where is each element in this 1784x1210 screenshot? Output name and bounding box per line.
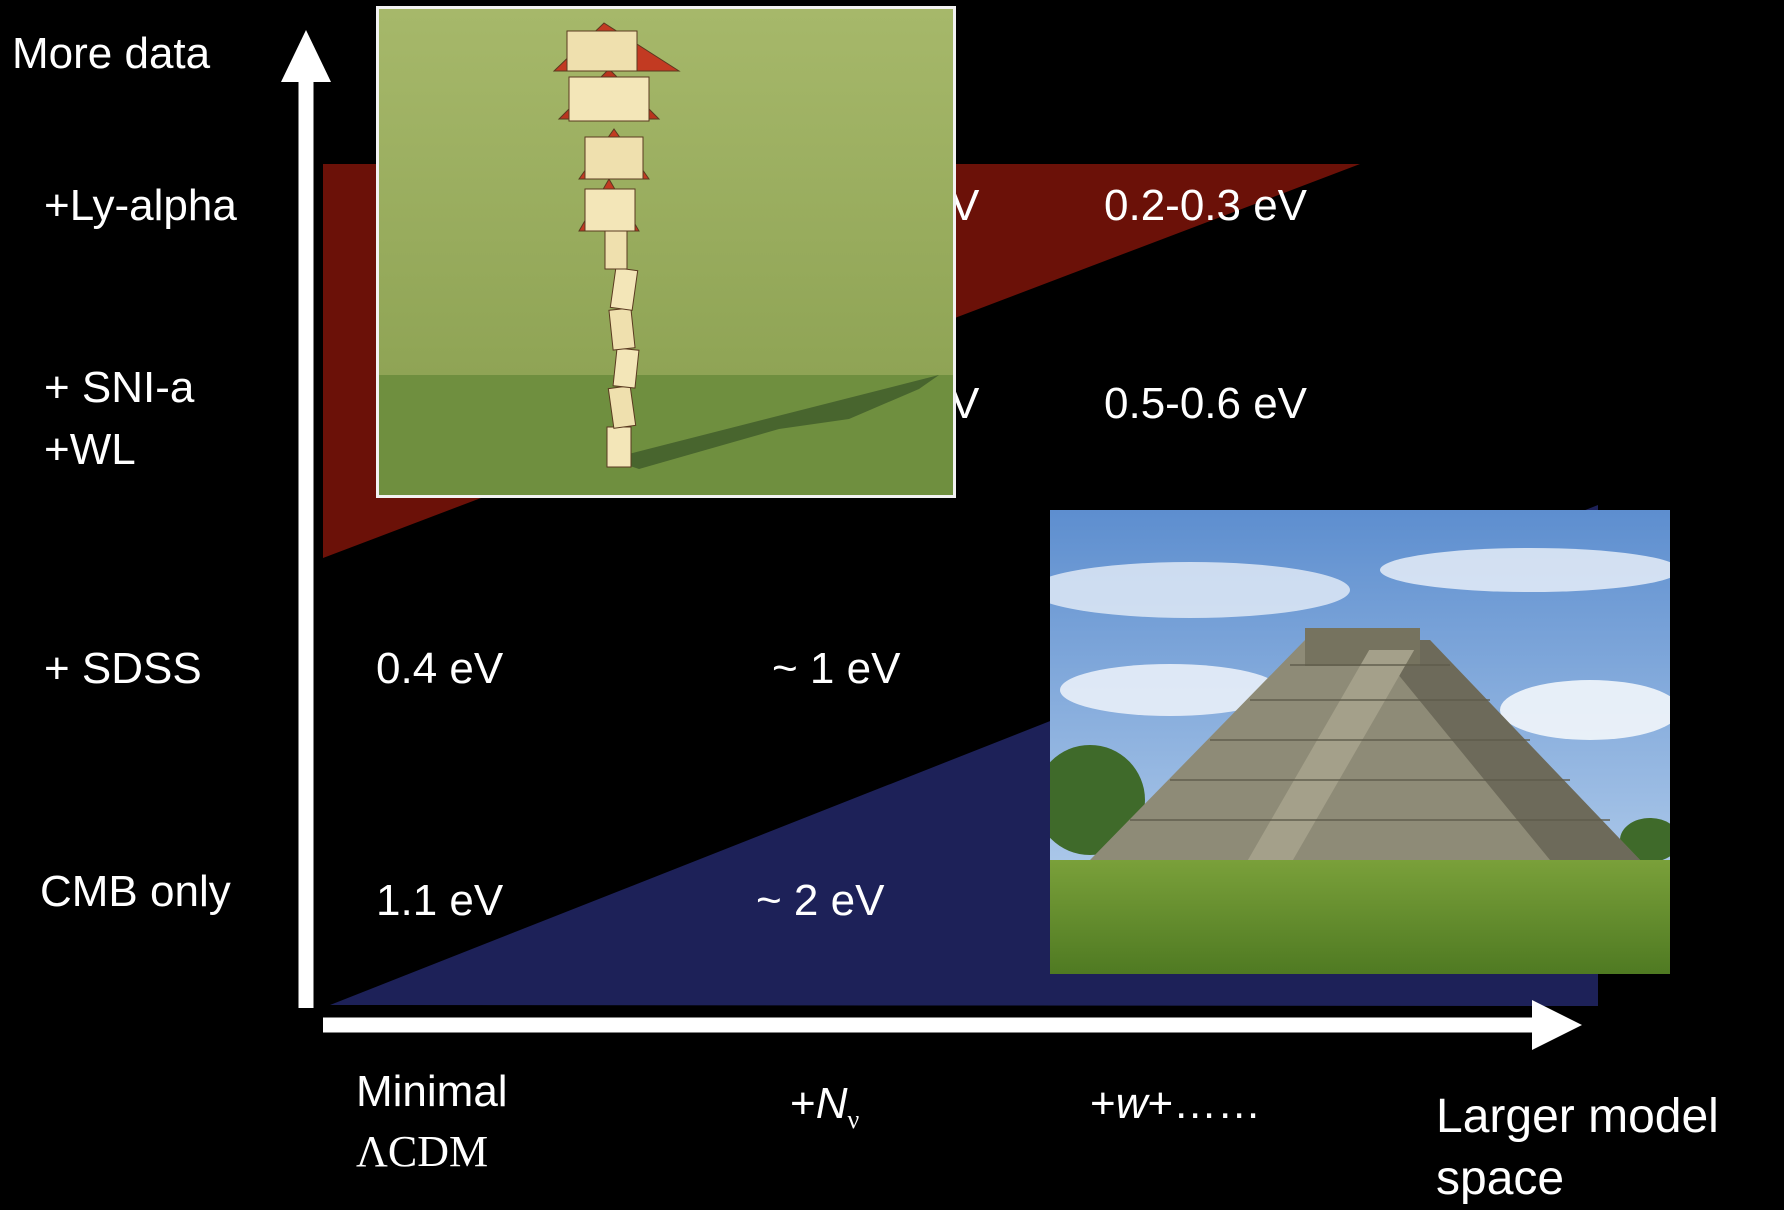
row-label-lya: +Ly-alpha (44, 181, 237, 230)
column-label-w: +w+…… (1090, 1078, 1261, 1131)
w-suffix: +…… (1147, 1079, 1262, 1128)
nnu-prefix: + (790, 1079, 816, 1128)
x-axis-label-line1: Larger model (1436, 1090, 1719, 1143)
house-of-cards-image (376, 6, 956, 498)
x-axis-arrowhead (1532, 1000, 1582, 1050)
value-lya-col3: 0.2-0.3 eV (1104, 181, 1308, 230)
nnu-subscript: ν (847, 1104, 860, 1134)
column-label-lcdm: ΛCDM (356, 1127, 489, 1176)
value-sdss-col1: 0.4 eV (376, 644, 504, 693)
value-sni-col3: 0.5-0.6 eV (1104, 379, 1308, 428)
pyramid-photo (1050, 510, 1670, 974)
row-label-cmb: CMB only (40, 867, 231, 916)
nnu-symbol: N (815, 1079, 848, 1128)
y-axis-arrowhead (281, 30, 331, 82)
column-label-nnu: +Nν (790, 1078, 859, 1135)
value-cmb-col2: ~ 2 eV (756, 876, 885, 925)
column-label-minimal: Minimal (356, 1067, 508, 1116)
w-prefix: + (1090, 1079, 1116, 1128)
w-symbol: w (1115, 1079, 1148, 1128)
row-label-sni: + SNI-a (44, 363, 195, 412)
pyramid-illustration (1050, 510, 1670, 974)
house-of-cards-illustration (379, 9, 953, 495)
value-sdss-col2: ~ 1 eV (772, 644, 901, 693)
row-label-sdss: + SDSS (44, 644, 202, 693)
y-axis-label: More data (12, 29, 211, 78)
value-cmb-col1: 1.1 eV (376, 876, 504, 925)
x-axis-label-line2: space (1436, 1152, 1565, 1205)
row-label-wl: +WL (44, 425, 136, 474)
